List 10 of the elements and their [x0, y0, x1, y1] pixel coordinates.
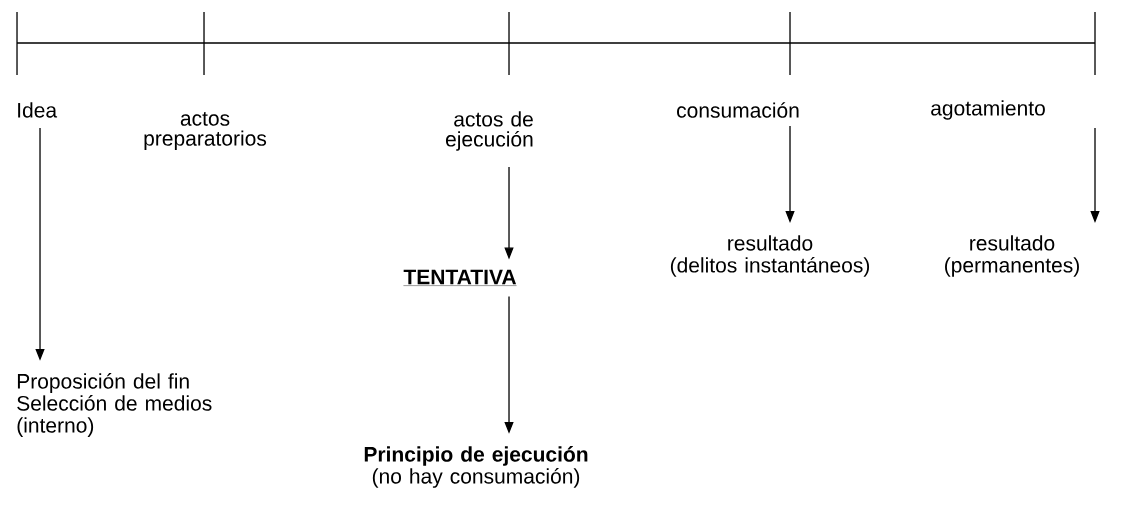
- stage-label: actos de ejecución: [446, 111, 533, 151]
- description-text: Principio de ejecución (no hay consumación): [364, 446, 588, 488]
- stage-label: agotamiento: [931, 100, 1045, 120]
- stage-label: Idea: [18, 102, 58, 118]
- stage-label: actos preparatorios: [144, 112, 267, 150]
- result-text: resultado (permanentes): [945, 235, 1079, 277]
- result-text: resultado (delitos instantáneos): [670, 235, 870, 277]
- heading-text: TENTATIVA: [403, 269, 517, 286]
- description-text: Proposición del fin Selección de medios (interno): [17, 373, 212, 437]
- stage-label: consumación: [677, 102, 799, 118]
